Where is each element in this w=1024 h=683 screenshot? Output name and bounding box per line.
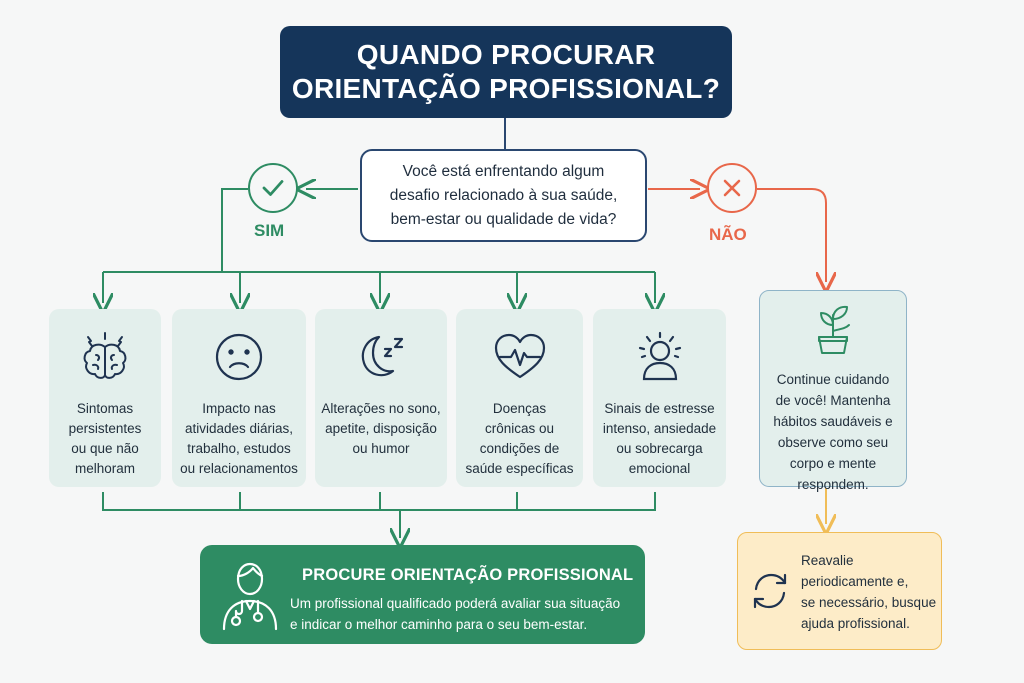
heart-pulse-icon bbox=[491, 323, 549, 391]
check-icon bbox=[248, 163, 298, 213]
yes-label: SIM bbox=[254, 221, 285, 240]
refresh-cycle-icon bbox=[748, 569, 792, 618]
sign-text: Impacto nas atividades diárias, trabalho… bbox=[180, 401, 298, 476]
continue-text: Continue cuidando de você! Mantenha hábi… bbox=[773, 372, 893, 492]
continue-box: Continue cuidando de você! Mantenha hábi… bbox=[759, 290, 907, 492]
no-label: NÃO bbox=[709, 225, 747, 244]
brain-icon bbox=[76, 323, 134, 391]
sign-card-chronic: Doenças crônicas ou condições de saúde e… bbox=[456, 309, 583, 487]
title-line-1: QUANDO PROCURAR bbox=[356, 39, 656, 70]
doctor-icon bbox=[218, 559, 282, 636]
sign-card-sleep: Alterações no sono, apetite, disposição … bbox=[315, 309, 447, 487]
sign-text: Sintomas persistentes ou que não melhora… bbox=[68, 401, 142, 476]
sign-card-symptoms: Sintomas persistentes ou que não melhora… bbox=[49, 309, 161, 487]
title-line-2: ORIENTAÇÃO PROFISSIONAL? bbox=[291, 73, 721, 104]
sad-face-icon bbox=[213, 323, 265, 391]
sign-card-stress: Sinais de estresse intenso, ansiedade ou… bbox=[593, 309, 726, 487]
sign-text: Doenças crônicas ou condições de saúde e… bbox=[465, 401, 574, 476]
question-box: Você está enfrentando algum desafio rela… bbox=[360, 149, 647, 242]
reevaluate-text: Reavalie periodicamente e, se necessário… bbox=[801, 553, 937, 631]
page-title: QUANDO PROCURAR ORIENTAÇÃO PROFISSIONAL? bbox=[280, 26, 732, 118]
seek-guidance-title: PROCURE ORIENTAÇÃO PROFISSIONAL bbox=[302, 566, 634, 584]
plant-icon bbox=[809, 301, 857, 361]
stressed-person-icon bbox=[631, 323, 689, 391]
sign-text: Alterações no sono, apetite, disposição … bbox=[321, 401, 441, 456]
reevaluate-box: Reavalie periodicamente e, se necessário… bbox=[737, 532, 942, 650]
seek-guidance-text: Um profissional qualificado poderá avali… bbox=[290, 596, 621, 632]
moon-sleep-icon bbox=[351, 323, 411, 391]
seek-guidance-box: PROCURE ORIENTAÇÃO PROFISSIONAL Um profi… bbox=[200, 545, 645, 644]
x-icon bbox=[707, 163, 757, 213]
sign-card-impact: Impacto nas atividades diárias, trabalho… bbox=[172, 309, 306, 487]
sign-text: Sinais de estresse intenso, ansiedade ou… bbox=[602, 401, 717, 476]
